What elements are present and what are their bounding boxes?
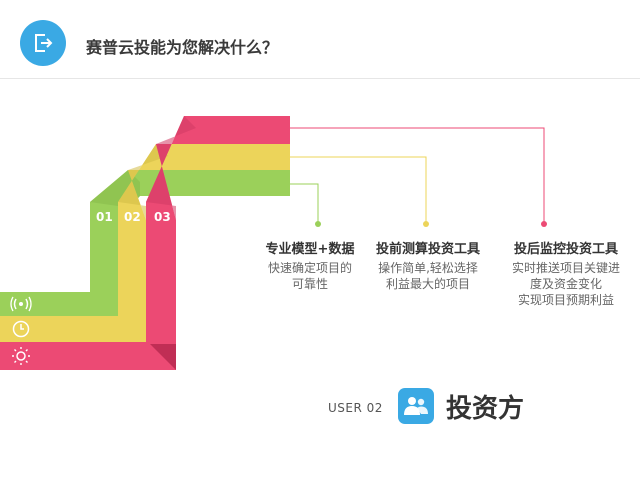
step-number-03: 03	[154, 210, 171, 224]
bulb-icon	[10, 346, 32, 370]
feature-2-title: 投前测算投资工具	[375, 242, 480, 257]
ribbon-yellow-horizontal	[0, 316, 146, 342]
connector-green	[290, 183, 319, 222]
connector-dot-green	[315, 221, 321, 227]
user-title: 投资方	[446, 394, 525, 424]
connector-yellow	[290, 156, 427, 222]
step-number-02: 02	[124, 210, 141, 224]
ribbon-pink	[146, 116, 290, 344]
feature-3: 投后监控投资工具 实时推送项目关键进 度及资金变化 实现项目预期利益	[498, 242, 634, 308]
feature-1-line-1: 快速确定项目的	[267, 261, 352, 275]
ribbon-pink-horizontal	[0, 342, 176, 370]
user-label: USER 02	[328, 401, 383, 415]
divider	[0, 78, 640, 79]
feature-2-line-2: 利益最大的项目	[385, 277, 470, 291]
feature-2: 投前测算投资工具 操作简单,轻松选择 利益最大的项目	[364, 242, 492, 292]
ribbon-yellow	[118, 144, 290, 318]
connector-pink	[290, 127, 545, 222]
ribbon-green	[90, 170, 290, 292]
clock-icon	[10, 319, 32, 343]
feature-3-line-2: 度及资金变化	[529, 277, 602, 291]
feature-1-line-2: 可靠性	[291, 277, 328, 291]
feature-3-line-3: 实现项目预期利益	[517, 293, 614, 307]
connector-dot-yellow	[423, 221, 429, 227]
header: 赛普云投能为您解决什么？	[0, 0, 640, 78]
feature-1-title: 专业模型+数据	[265, 242, 355, 257]
step-number-01: 01	[96, 210, 113, 224]
ribbon-fold	[150, 344, 176, 370]
feature-2-line-1: 操作简单,轻松选择	[378, 261, 478, 275]
exit-arrow-icon	[20, 20, 66, 66]
ribbon-yellow-shade	[118, 144, 168, 220]
connector-dot-pink	[541, 221, 547, 227]
ribbon-pink-shade	[146, 116, 196, 220]
feature-3-line-1: 实时推送项目关键进	[511, 261, 620, 275]
signal-icon	[10, 294, 32, 318]
feature-1: 专业模型+数据 快速确定项目的 可靠性	[248, 242, 372, 292]
feature-3-title: 投后监控投资工具	[513, 242, 618, 257]
page-title: 赛普云投能为您解决什么？	[86, 38, 279, 57]
users-icon	[398, 388, 434, 424]
